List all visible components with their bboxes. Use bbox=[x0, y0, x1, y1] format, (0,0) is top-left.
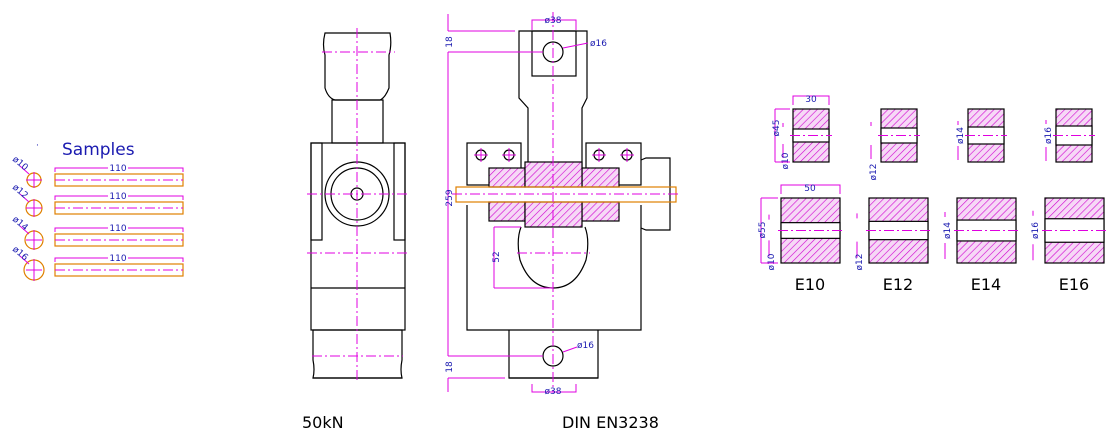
insert-label: E16 bbox=[1059, 275, 1089, 294]
large-outer-dim: ø55 bbox=[758, 222, 768, 239]
sample-diameter: ø10 bbox=[10, 155, 30, 174]
main-body bbox=[466, 205, 642, 331]
origin-dot: · bbox=[36, 141, 39, 151]
right-slot bbox=[393, 142, 406, 241]
insert-label: E12 bbox=[883, 275, 913, 294]
small-bore-dim: ø10 bbox=[781, 152, 791, 169]
sample-diameter: ø14 bbox=[10, 215, 30, 234]
small-bore-dim: ø14 bbox=[956, 127, 966, 144]
sample-length: 110 bbox=[109, 254, 126, 264]
sample-length: 110 bbox=[109, 192, 126, 202]
dim-bottom-offset: 18 bbox=[445, 361, 455, 373]
left-slot bbox=[310, 142, 323, 241]
small-bore-dim: ø12 bbox=[869, 164, 879, 181]
front-view-din-en3238: ø38 ø38 ø16 ø16 18 18 259 52 DIN EN3238 bbox=[445, 12, 680, 432]
side-view-label: 50kN bbox=[302, 413, 344, 432]
sample-row: ø16 110 bbox=[10, 245, 184, 281]
dim-top-hole: ø16 bbox=[590, 39, 607, 49]
small-bore-dim: ø16 bbox=[1044, 127, 1054, 144]
large-bore-dim: ø10 bbox=[767, 253, 777, 270]
dim-bottom-hole: ø16 bbox=[577, 341, 594, 351]
large-bore-dim: ø14 bbox=[943, 222, 953, 239]
front-view-label: DIN EN3238 bbox=[562, 413, 659, 432]
dim-total-length: 259 bbox=[445, 189, 455, 206]
sample-length: 110 bbox=[109, 164, 126, 174]
small-width-dim: 30 bbox=[805, 95, 817, 105]
sample-length: 110 bbox=[109, 224, 126, 234]
dim-bottom-width: ø38 bbox=[545, 387, 562, 397]
large-width-dim: 50 bbox=[804, 184, 816, 194]
sample-diameter: ø12 bbox=[10, 183, 29, 202]
insert-label: E10 bbox=[795, 275, 825, 294]
insert-label: E14 bbox=[971, 275, 1001, 294]
sample-row: ø12 110 bbox=[10, 183, 184, 217]
side-view-50kn: 50kN bbox=[302, 28, 408, 432]
bracket-bolts bbox=[474, 148, 634, 162]
small-outer-dim: ø45 bbox=[772, 120, 782, 137]
dim-top-offset: 18 bbox=[445, 36, 455, 48]
dim-bulb-depth: 52 bbox=[492, 251, 502, 262]
samples-title: Samples bbox=[62, 140, 135, 160]
sample-row: ø14 110 bbox=[10, 215, 184, 250]
samples-section: · Samples ø10 110 ø12 110 ø14 110 ø16 110 bbox=[10, 140, 184, 281]
large-bore-dim: ø16 bbox=[1031, 222, 1041, 239]
dim-top-width: ø38 bbox=[545, 16, 562, 26]
large-bore-dim: ø12 bbox=[855, 254, 865, 271]
sample-diameter: ø16 bbox=[10, 245, 30, 264]
